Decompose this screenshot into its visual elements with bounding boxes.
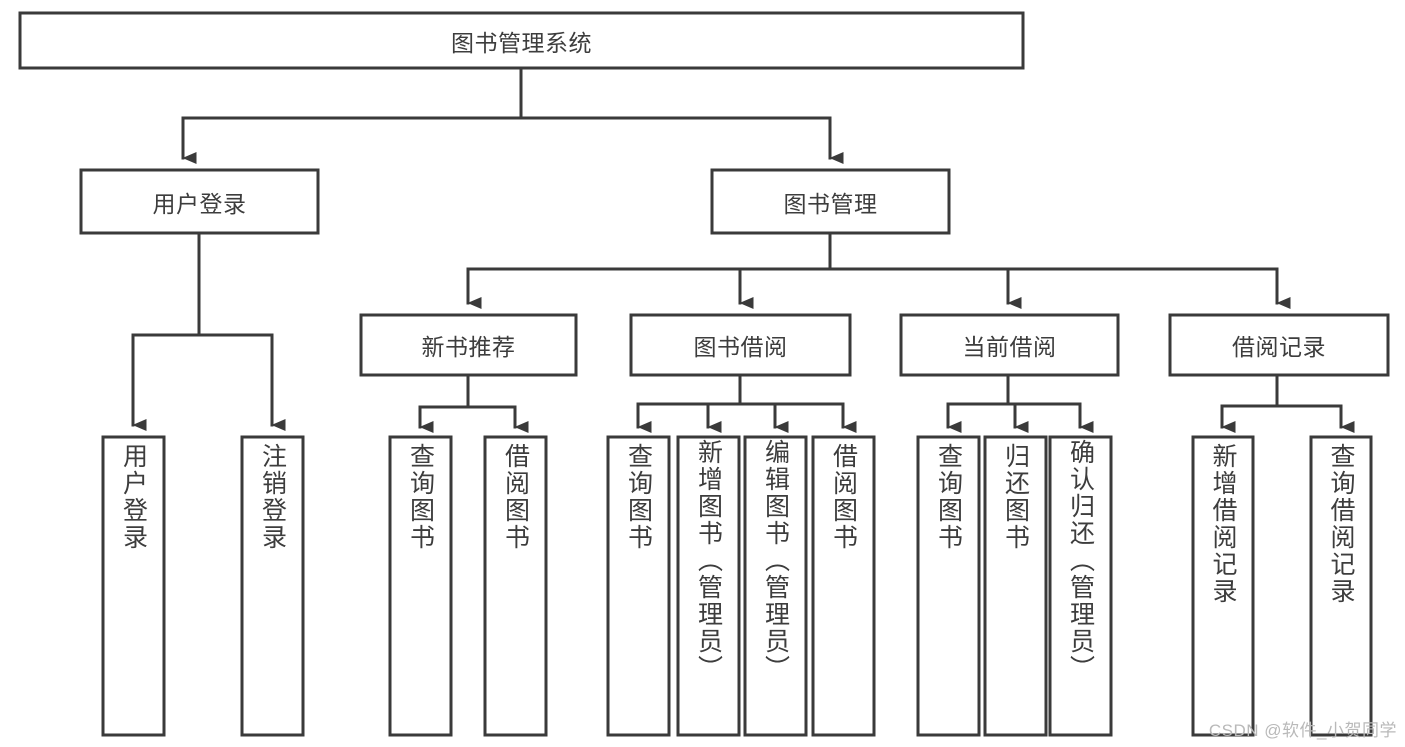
node-box-borrow-record[interactable] — [1168, 313, 1390, 377]
node-box-book-manage[interactable] — [710, 168, 951, 235]
node-box-leaf-query-record[interactable] — [1309, 435, 1373, 737]
node-box-leaf-add-book[interactable] — [676, 435, 741, 737]
node-box-root[interactable] — [18, 11, 1025, 70]
node-box-user-login[interactable] — [79, 168, 320, 235]
node-box-current-borrow[interactable] — [899, 313, 1120, 377]
node-box-leaf-edit-book[interactable] — [743, 435, 808, 737]
node-box-book-borrow[interactable] — [629, 313, 852, 377]
node-box-leaf-query-book-3[interactable] — [916, 435, 981, 737]
node-box-leaf-borrow-book-1[interactable] — [483, 435, 548, 737]
node-box-leaf-user-login[interactable] — [101, 435, 166, 737]
node-box-leaf-borrow-book-2[interactable] — [811, 435, 876, 737]
node-box-leaf-logout[interactable] — [240, 435, 305, 737]
node-box-leaf-query-book-1[interactable] — [388, 435, 453, 737]
node-box-leaf-return-book[interactable] — [983, 435, 1048, 737]
node-box-leaf-add-record[interactable] — [1191, 435, 1255, 737]
csdn-watermark: CSDN @软件_小贺同学 — [1208, 721, 1397, 740]
node-box-new-book-recommend[interactable] — [359, 313, 578, 377]
node-box-leaf-query-book-2[interactable] — [606, 435, 671, 737]
node-box-leaf-confirm-return[interactable] — [1048, 435, 1113, 737]
